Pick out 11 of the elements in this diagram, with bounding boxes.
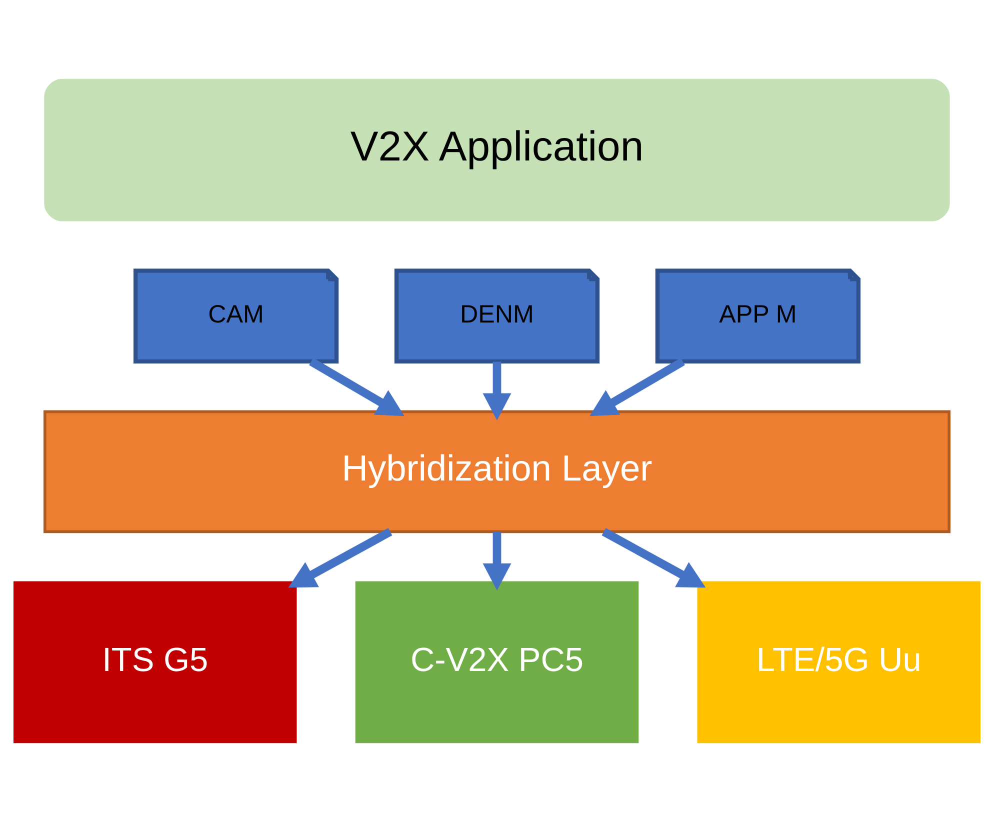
node-box: V2X Application — [44, 78, 950, 222]
arrow — [482, 362, 512, 420]
node-box: ITS G5 — [13, 581, 297, 744]
arrow — [602, 528, 706, 588]
node-box: Hybridization Layer — [43, 410, 951, 534]
node-box: LTE/5G Uu — [697, 581, 981, 744]
node-box: C-V2X PC5 — [355, 581, 639, 744]
arrow — [590, 358, 685, 416]
arrow — [309, 358, 404, 416]
arrow — [482, 532, 512, 590]
arrow — [288, 528, 392, 588]
